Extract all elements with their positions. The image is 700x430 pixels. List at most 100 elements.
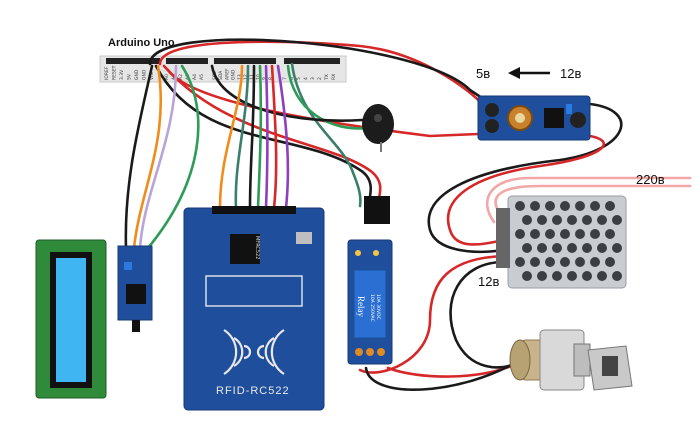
vent-hole: [552, 271, 562, 281]
vent-hole: [597, 271, 607, 281]
vent-hole: [582, 215, 592, 225]
vent-hole: [567, 243, 577, 253]
strike-plate: [587, 345, 633, 391]
lcd-display: [35, 239, 107, 399]
vent-hole: [567, 271, 577, 281]
vent-hole: [522, 215, 532, 225]
wire-lavender-lcd: [138, 64, 178, 250]
pin-label: GND: [142, 69, 148, 80]
pin-label: A5: [199, 74, 205, 80]
vent-hole: [530, 201, 540, 211]
vent-hole: [605, 201, 615, 211]
power-header: [106, 58, 160, 64]
pin-label: 8: [268, 77, 274, 80]
digital-header-right: [284, 58, 340, 64]
rfid-module: [183, 206, 325, 411]
i2c-adapter: [117, 245, 153, 332]
pin-label: 13: [237, 74, 243, 80]
wire-teal-relay-sig: [290, 62, 362, 208]
vent-hole: [612, 271, 622, 281]
rfid-chip-label: MFRC522: [254, 236, 260, 259]
wire-red-rfid: [270, 64, 278, 210]
vent-hole: [515, 201, 525, 211]
buzzer: [362, 104, 394, 152]
wire-black-buck-psu: [427, 102, 623, 254]
vent-hole: [552, 243, 562, 253]
pin-label: 3: [310, 77, 316, 80]
vent-hole: [522, 243, 532, 253]
vent-hole: [575, 257, 585, 267]
mains-voltage-label: 220в: [636, 172, 665, 187]
pin-label: RESET: [112, 65, 118, 80]
pin-label: 5: [296, 77, 302, 80]
vent-hole: [530, 229, 540, 239]
pin-label: 12: [243, 74, 249, 80]
pin-label: A0: [164, 74, 170, 80]
vent-hole: [605, 229, 615, 239]
vent-hole: [575, 201, 585, 211]
vent-hole: [590, 257, 600, 267]
vent-hole: [597, 215, 607, 225]
relay-rating-1: 10A 250VAC: [369, 294, 375, 322]
vent-hole: [560, 201, 570, 211]
vent-hole: [612, 215, 622, 225]
vent-hole: [545, 201, 555, 211]
vent-hole: [582, 271, 592, 281]
pin-label: GND: [231, 69, 237, 80]
vent-hole: [537, 271, 547, 281]
pin-label: 6: [289, 77, 295, 80]
pin-label: 4: [303, 77, 309, 80]
vent-hole: [560, 257, 570, 267]
rfid-label: RFID-RC522: [216, 385, 290, 397]
vent-hole: [552, 215, 562, 225]
pin-label: VIN: [149, 72, 155, 80]
wire-orange-lcd: [132, 64, 163, 250]
relay-label: Relay: [356, 296, 366, 317]
vent-hole: [515, 257, 525, 267]
relay-rating-2: 10A 30VDC: [375, 294, 381, 320]
arduino-uno-header: [99, 55, 347, 83]
wire-black-relay-gnd: [154, 64, 373, 208]
pin-label: IOREF: [104, 66, 110, 80]
buck-converter: [477, 95, 591, 141]
wire-orange-rfid: [218, 64, 244, 210]
wires: [124, 38, 692, 391]
vent-hole: [597, 243, 607, 253]
wire-mains-2: [485, 176, 692, 224]
vent-hole: [590, 229, 600, 239]
wire-black-gnd-top: [148, 38, 487, 102]
vent-hole: [537, 215, 547, 225]
wire-green-lcd: [146, 64, 200, 250]
antenna-icon: [223, 329, 285, 375]
relay-module: [347, 196, 393, 365]
vent-hole: [605, 257, 615, 267]
pin-label: SDA: [218, 70, 224, 80]
wire-red-psu-relay: [358, 254, 506, 374]
pin-label: A4: [192, 74, 198, 80]
analog-header: [166, 58, 208, 64]
pin-label: TX: [324, 74, 330, 81]
pin-label: 5V: [127, 73, 133, 80]
vent-hole: [545, 257, 555, 267]
pin-label: 10: [255, 74, 261, 80]
pin-label: AREF: [224, 68, 230, 80]
wire-red-relay-lock: [386, 362, 518, 378]
pin-label: GND: [134, 69, 140, 80]
vent-hole: [560, 229, 570, 239]
vent-hole: [567, 215, 577, 225]
wire-red-buck-psu: [447, 134, 605, 246]
power-supply: [496, 195, 627, 289]
wire-purple-rfid: [264, 64, 269, 210]
pin-label: 2: [317, 77, 323, 80]
wire-red-vin: [158, 40, 484, 106]
wire-teal-rfid: [234, 64, 250, 210]
wire-black-psu-lock: [449, 260, 522, 369]
psu-output-label: 12в: [478, 274, 499, 289]
pin-label: 3.3V: [119, 69, 125, 80]
vent-hole: [545, 229, 555, 239]
vent-hole: [515, 229, 525, 239]
wire-purple2-rfid: [276, 64, 290, 210]
vent-hole: [530, 257, 540, 267]
vent-hole: [575, 229, 585, 239]
pin-label: 9: [262, 77, 268, 80]
